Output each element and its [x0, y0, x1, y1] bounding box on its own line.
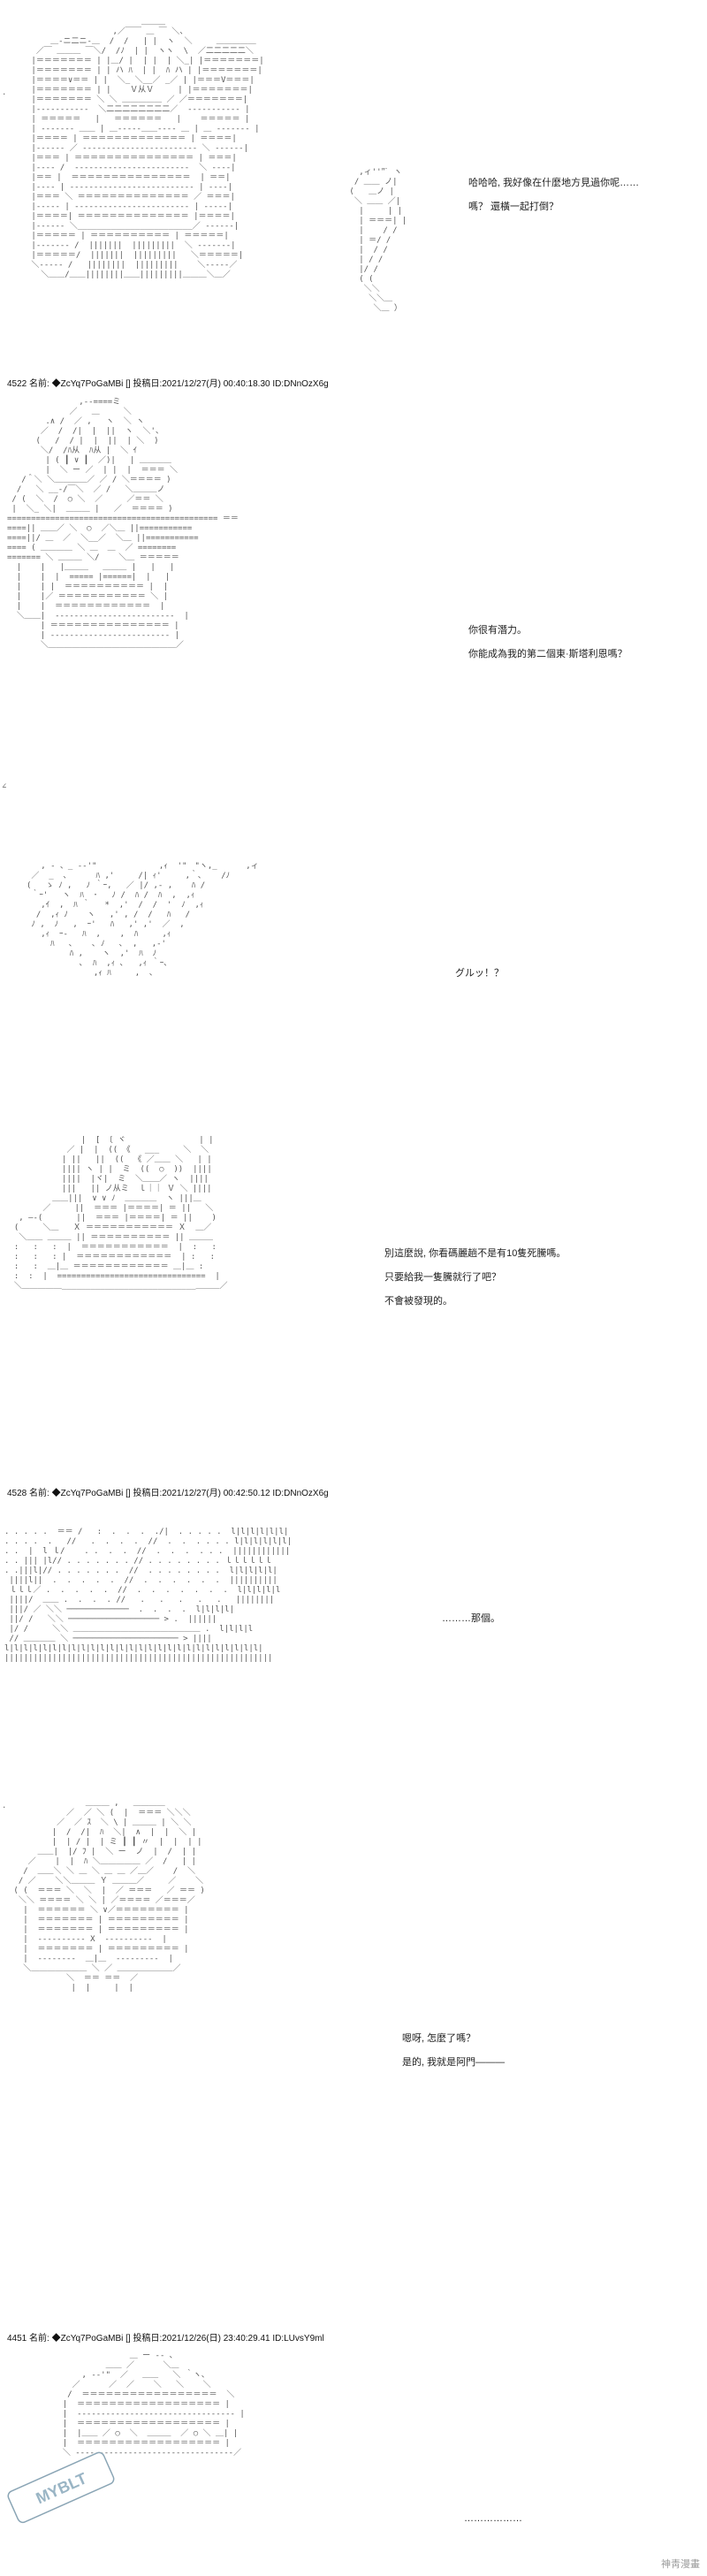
- ascii-art-figure-2: ,--====ミ ／ ＿ ＼ .∧ / ／ , ヽ ＼ ヽ ／ / /| | |…: [7, 398, 239, 650]
- post-header: 4528 名前: ◆ZcYq7PoGaMBi [] 投稿日:2021/12/27…: [7, 1489, 329, 1498]
- speech-line: 哈哈哈, 我好像在什麼地方見過你呢……: [468, 178, 640, 188]
- speech-line: グルッ！？: [455, 968, 504, 979]
- edge-mark: .: [2, 88, 7, 97]
- ascii-art-figure-1: ＿＿＿ ,／￣￣ ＿ ￣ ＼、 ＿-ニ二ニ-＿ / / | | ヽ ＼ ＿＿＿＿…: [31, 18, 264, 279]
- speech-line: 嗯呀, 怎麼了嗎？: [402, 2033, 476, 2044]
- watermark-text: 神靑漫畫: [661, 2559, 700, 2570]
- speech-line: 只要給我一隻騰就行了吧？: [384, 1272, 501, 1283]
- speech-bubble: 你很有潛力。 你能成為我的第二個東·斯塔利恩嗎？: [468, 619, 627, 667]
- ascii-art-figure-6: ＿＿＿ , ＿＿＿＿ ／ ／ ＼ ( | ＝＝＝ ＼＼＼ ／ ／ ｽ ＼ \ |…: [13, 1799, 205, 1993]
- speech-line: 別這麼說, 你看碼麗趟不是有10隻死騰嗎。: [384, 1248, 566, 1259]
- post-header: 4451 名前: ◆ZcYq7PoGaMBi [] 投稿日:2021/12/26…: [7, 2334, 324, 2344]
- speech-line: 嗎？ 還橫一起打倒？: [468, 202, 559, 212]
- speech-line: 是的, 我就是阿門———: [402, 2057, 506, 2068]
- ascii-art-figure-7: ＿ ー -‐ ､ ＿＿ ／ ＼＿ , -‐'" ／ ＿＿ ＼ ｀ヽ、 ／ ／ ／…: [62, 2351, 245, 2458]
- speech-bubble: 嗯呀, 怎麼了嗎？ 是的, 我就是阿門———: [402, 2027, 505, 2075]
- edge-mark: .: [2, 1802, 7, 1810]
- speech-line: ………………: [464, 2513, 522, 2524]
- speech-line: ………那個。: [442, 1613, 500, 1624]
- ascii-art-scene-5: . . . . . ＝＝ / : . . . ./| . . . . . l|l…: [4, 1528, 293, 1663]
- edge-mark: ∠: [2, 782, 7, 791]
- ascii-art-figure-3: , - 、_ -‐'" ,ｨ '"｀"ヽ,_ ,ィ ／ _ ､ ﾊ ,' /| …: [27, 862, 259, 978]
- speech-bubble: 別這麼說, 你看碼麗趟不是有10隻死騰嗎。 只要給我一隻騰就行了吧？ 不會被發現…: [384, 1242, 566, 1314]
- speech-line: 你能成為我的第二個東·斯塔利恩嗎？: [468, 649, 627, 659]
- post-header: 4522 名前: ◆ZcYq7PoGaMBi [] 投稿日:2021/12/27…: [7, 379, 329, 389]
- speech-line: 不會被發現的。: [384, 1296, 452, 1307]
- speech-bubble: ………………: [464, 2507, 522, 2531]
- speech-bubble: ………那個。: [442, 1607, 500, 1631]
- speech-line: 你很有潛力。: [468, 625, 527, 636]
- speech-bubble: グルッ！？: [455, 962, 504, 986]
- ascii-art-figure-4: | [ 〔 ヾ ｀ ｀ | | ／ | | (( 《 ___ ＼ ＼ | || …: [13, 1136, 228, 1291]
- speech-bubble: 哈哈哈, 我好像在什麼地方見過你呢…… 嗎？ 還橫一起打倒？: [468, 171, 639, 219]
- ascii-art-arm: ,ィ''"ﾞ ヽ / ＿＿ ノ| ( ＿ノ | ＼ ＿＿ ／| | | | | …: [349, 168, 407, 313]
